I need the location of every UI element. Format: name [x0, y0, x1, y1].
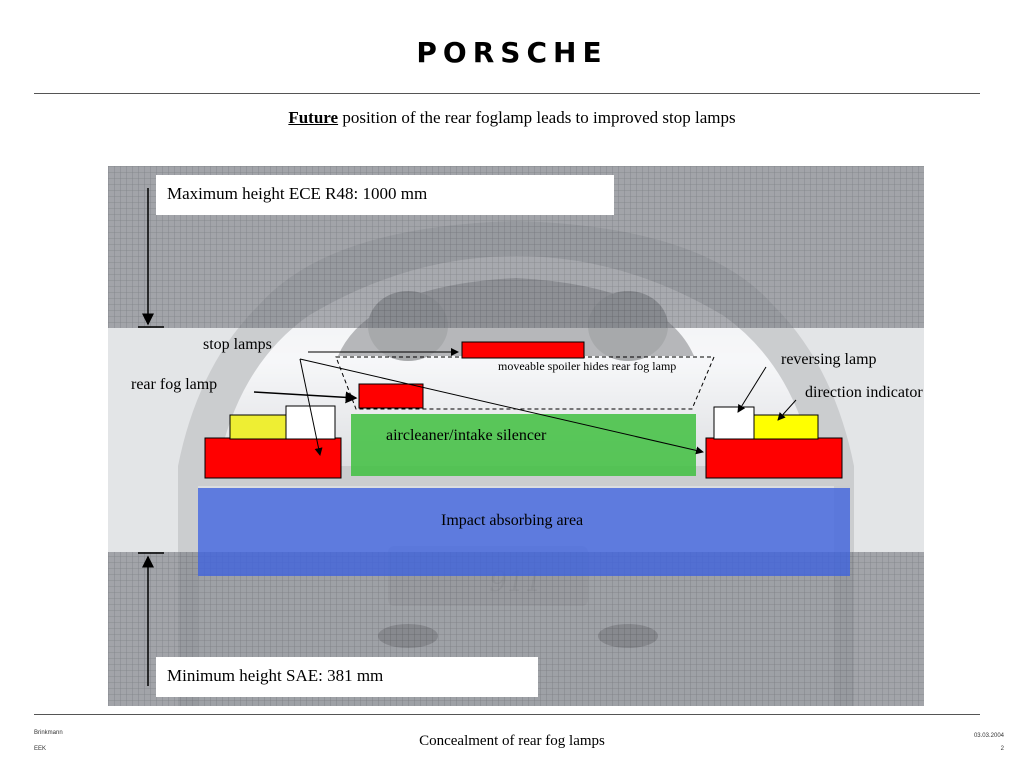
- rear-car-diagram: 911: [108, 166, 924, 706]
- center-stop-lamp: [461, 341, 585, 359]
- spoiler-note-label: moveable spoiler hides rear fog lamp: [498, 359, 677, 373]
- reversing-lamp-label: reversing lamp: [781, 351, 877, 368]
- left-stop-lamp: [204, 437, 342, 479]
- right-indicator: [753, 414, 819, 440]
- stop-lamps-label: stop lamps: [203, 336, 272, 353]
- footer-dept: EEK: [34, 746, 47, 752]
- rear-fog-lamp: [358, 383, 424, 409]
- svg-text:PORSCHE: PORSCHE: [416, 38, 607, 68]
- porsche-wordmark: PORSCHE: [416, 36, 607, 69]
- spoiler-outline: [335, 356, 715, 410]
- min-height-label: Minimum height SAE: 381 mm: [156, 657, 538, 697]
- slide-title: Future position of the rear foglamp lead…: [0, 108, 1024, 128]
- right-stop-lamp: [705, 437, 843, 479]
- impact-area: [198, 488, 850, 576]
- footer-author: Brinkmann: [34, 730, 63, 736]
- brand-logo: PORSCHE: [0, 36, 1024, 72]
- aircleaner-block: [351, 414, 696, 476]
- max-height-label: Maximum height ECE R48: 1000 mm: [156, 175, 614, 215]
- footer-page-number: 2: [1000, 746, 1004, 752]
- footer-date: 03.03.2004: [973, 733, 1004, 739]
- right-reversing-lamp: [713, 406, 755, 440]
- footer-title: Concealment of rear fog lamps: [419, 733, 605, 749]
- footer-divider: [34, 714, 980, 715]
- car-illustration: 911: [108, 166, 924, 706]
- impact-area-label: Impact absorbing area: [441, 512, 584, 529]
- rear-fog-lamp-label: rear fog lamp: [131, 376, 218, 393]
- title-text: position of the rear foglamp leads to im…: [342, 108, 736, 127]
- aircleaner-label: aircleaner/intake silencer: [386, 427, 547, 444]
- title-highlight: Future: [288, 108, 339, 127]
- header-divider: [34, 93, 980, 94]
- direction-indicator-label: direction indicator: [805, 384, 923, 401]
- left-indicator: [229, 414, 287, 440]
